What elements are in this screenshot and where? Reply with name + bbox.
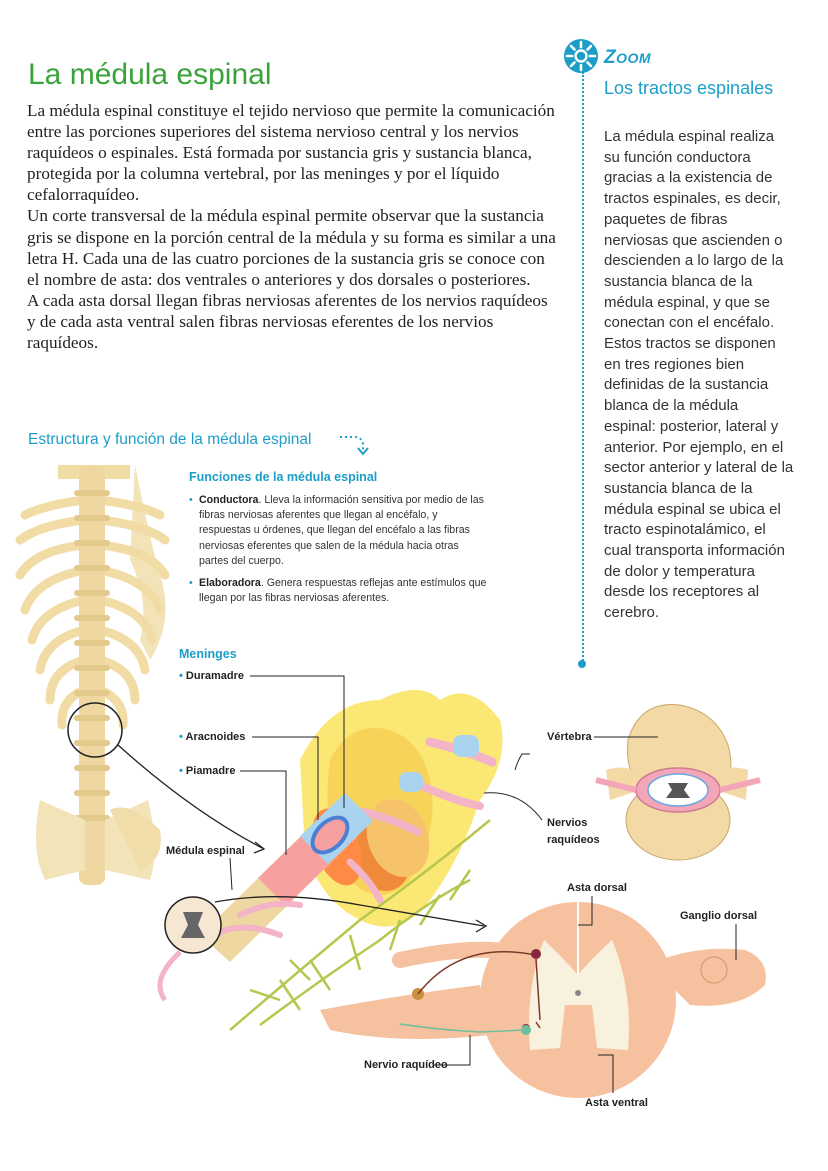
label-medula-espinal: Médula espinal xyxy=(166,845,245,857)
functions-list: Conductora. Lleva la información sensiti… xyxy=(189,493,489,613)
functions-title: Funciones de la médula espinal xyxy=(189,470,378,484)
zoom-icon xyxy=(564,39,598,73)
function-text: . Lleva la información sensitiva por med… xyxy=(199,494,484,567)
sidebar-rule xyxy=(582,72,584,664)
intro-text: La médula espinal constituye el tejido n… xyxy=(27,100,557,353)
label-piamadre-text: Piamadre xyxy=(185,765,236,777)
label-piamadre: • Piamadre xyxy=(179,765,236,777)
zoom-circle-spine xyxy=(67,702,123,758)
zoom-label-rest: OOM xyxy=(616,50,652,66)
zoom-label: ZOOM xyxy=(604,47,651,69)
dotted-arrow-icon xyxy=(340,436,369,456)
vertebra-drawing xyxy=(595,703,761,861)
meninges-title: Meninges xyxy=(179,647,237,661)
label-asta-ventral: Asta ventral xyxy=(585,1097,648,1109)
label-aracnoides-text: Aracnoides xyxy=(185,731,246,743)
label-duramadre-text: Duramadre xyxy=(185,670,244,682)
label-ganglio-dorsal: Ganglio dorsal xyxy=(680,910,758,922)
label-nervios: Nervios xyxy=(547,817,588,829)
label-leader-lines xyxy=(229,675,737,1093)
function-item-conductora: Conductora. Lleva la información sensiti… xyxy=(189,493,489,569)
label-raquideos: raquídeos xyxy=(547,834,600,846)
sidebar-dot xyxy=(578,660,586,668)
label-nervio-raquideo: Nervio raquídeo xyxy=(364,1059,448,1071)
function-text: . Genera respuestas reflejas ante estímu… xyxy=(199,577,487,605)
zoom-label-first: Z xyxy=(604,47,617,68)
spinal-cord-tube xyxy=(200,793,373,962)
sidebar-heading: Los tractos espinales xyxy=(604,78,774,98)
intro-paragraph-3: A cada asta dorsal llegan fibras nervios… xyxy=(27,290,548,353)
page-title: La médula espinal xyxy=(28,58,272,91)
intro-paragraph-1: La médula espinal constituye el tejido n… xyxy=(27,101,555,205)
nerve-fibers xyxy=(229,819,491,1031)
label-aracnoides: • Aracnoides xyxy=(179,731,246,743)
label-asta-dorsal: Asta dorsal xyxy=(567,882,627,894)
function-term: Elaboradora xyxy=(199,577,261,590)
intro-paragraph-2: Un corte transversal de la médula espina… xyxy=(27,206,556,289)
label-duramadre: • Duramadre xyxy=(179,670,244,682)
skeleton-drawing xyxy=(15,465,170,885)
function-item-elaboradora: Elaboradora. Genera respuestas reflejas … xyxy=(189,576,489,606)
function-term: Conductora xyxy=(199,494,259,506)
sidebar-body: La médula espinal realiza su función con… xyxy=(604,128,794,622)
label-vertebra: Vértebra xyxy=(547,731,592,743)
figure-title: Estructura y función de la médula espina… xyxy=(28,431,312,448)
spinal-cord-cross-section xyxy=(320,902,766,1098)
